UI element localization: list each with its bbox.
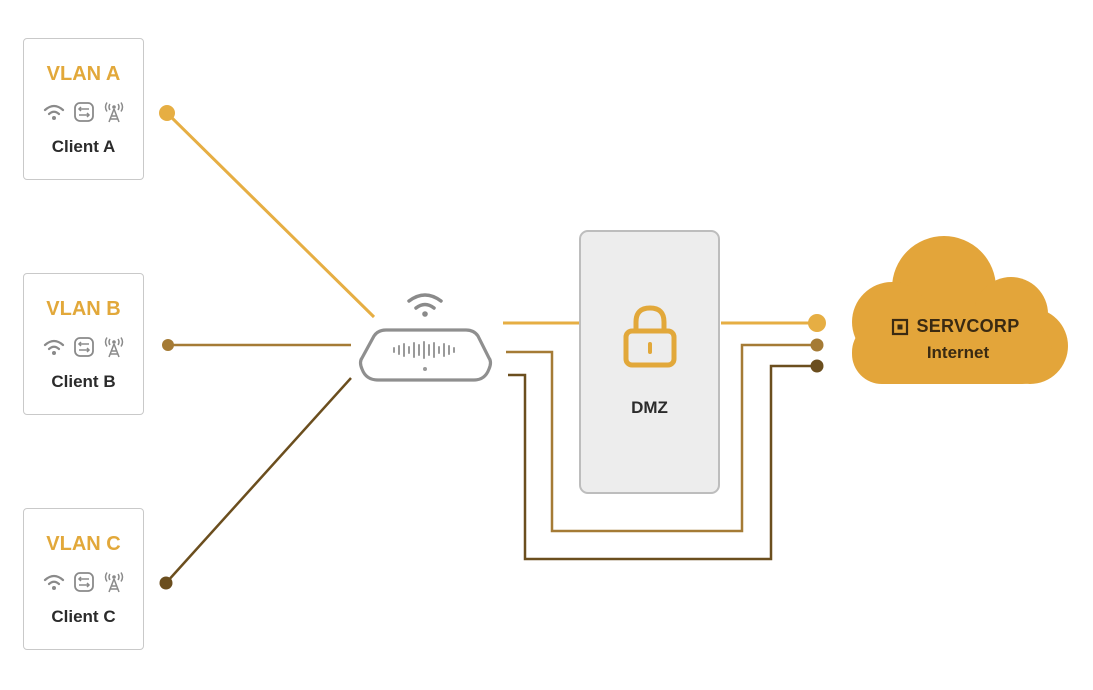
wifi-icon — [43, 336, 65, 358]
servcorp-brand: SERVCORP — [858, 316, 1058, 337]
vlan-b-title: VLAN B — [46, 298, 121, 320]
internet-label: Internet — [926, 343, 990, 362]
vlan-c-title: VLAN C — [46, 533, 121, 555]
cell-tower-icon — [103, 571, 125, 593]
link-vlan-a-to-router — [165, 111, 376, 319]
cell-tower-icon — [103, 101, 125, 123]
wifi-icon — [43, 571, 65, 593]
servcorp-logo-icon — [891, 318, 909, 336]
dmz-label: DMZ — [631, 398, 668, 417]
cell-tower-icon — [103, 336, 125, 358]
link-vlan-a-endpoint — [159, 105, 175, 121]
vlan-c-card: VLAN C Client C — [23, 508, 144, 650]
vlan-b-card: VLAN B Client B — [23, 273, 144, 415]
lock-icon — [623, 305, 677, 368]
cloud-icon — [852, 236, 1068, 384]
dmz-zone: DMZ — [579, 230, 720, 494]
client-a-label: Client A — [51, 137, 116, 156]
switch-icon — [73, 101, 95, 123]
vlan-a-icons — [24, 101, 143, 123]
path-c-bypass — [508, 364, 812, 561]
path-b-endpoint — [810, 338, 824, 352]
wifi-icon — [43, 101, 65, 123]
path-b-bypass — [506, 343, 812, 533]
switch-icon — [73, 336, 95, 358]
servcorp-brand-text: SERVCORP — [916, 316, 1020, 336]
wifi-router-icon — [358, 293, 493, 382]
link-vlan-c-to-router — [165, 377, 352, 584]
link-vlan-b-endpoint — [162, 339, 174, 351]
vlan-b-icons — [24, 336, 143, 358]
link-vlan-c-endpoint — [159, 576, 173, 590]
vlan-c-icons — [24, 571, 143, 593]
path-a-endpoint — [808, 314, 826, 332]
client-c-label: Client C — [51, 607, 116, 626]
switch-icon — [73, 571, 95, 593]
client-b-label: Client B — [51, 372, 116, 391]
vlan-a-card: VLAN A Client A — [23, 38, 144, 180]
vlan-a-title: VLAN A — [46, 63, 121, 85]
path-c-endpoint — [810, 359, 824, 373]
